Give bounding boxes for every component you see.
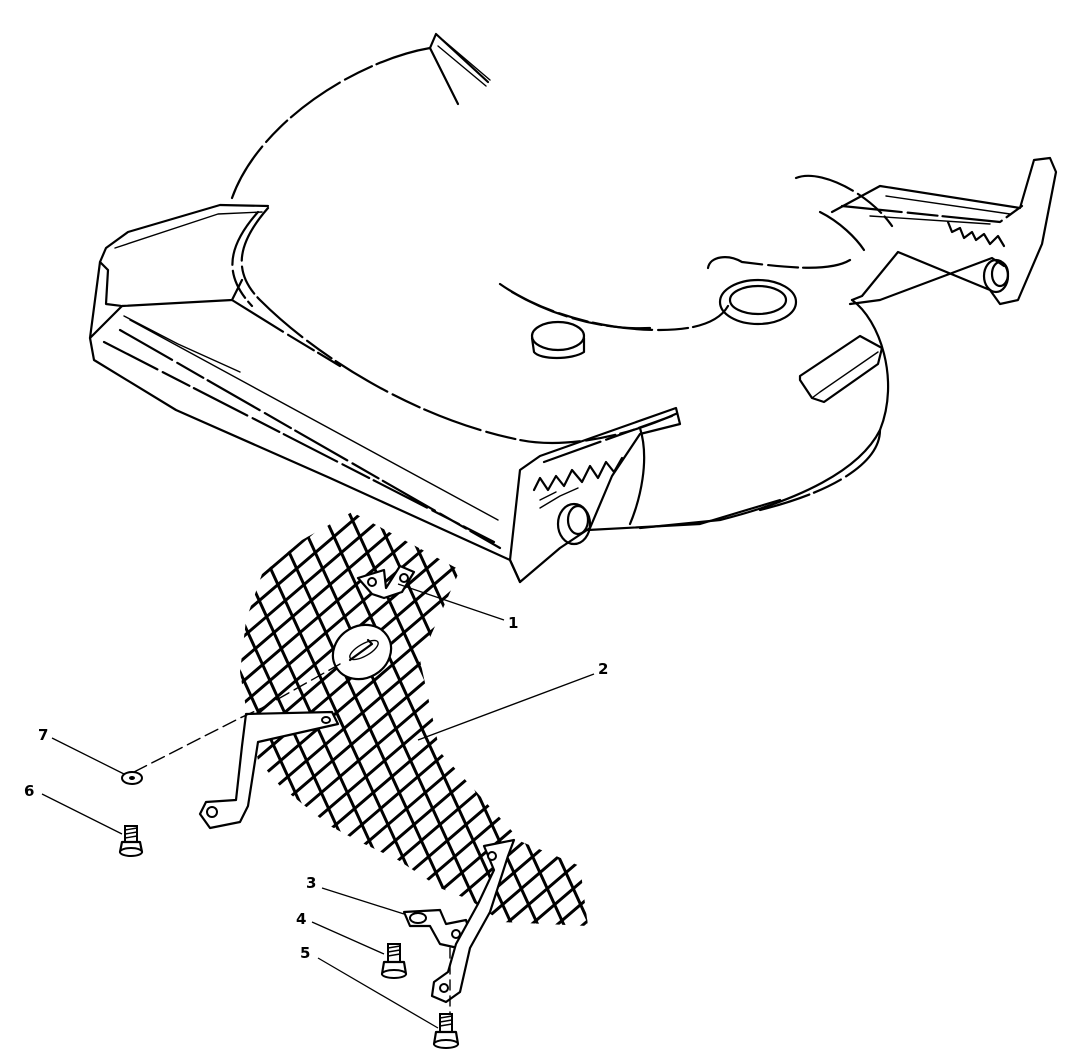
screw-icon — [380, 943, 408, 979]
screen-support-bracket — [198, 710, 340, 830]
screen-slot-plate — [331, 623, 393, 681]
callout-leaders — [41, 583, 595, 1029]
mower-housing-icon — [88, 32, 1058, 584]
callout-1: 1 — [508, 614, 518, 632]
washer-icon — [121, 771, 143, 785]
callout-5: 5 — [300, 944, 310, 962]
callout-3: 3 — [306, 874, 316, 892]
screw-icon — [118, 825, 144, 857]
callout-7: 7 — [38, 726, 48, 744]
callout-4: 4 — [296, 910, 306, 928]
wire-mesh-screen-icon — [240, 512, 588, 926]
screen-support-bracket-right — [430, 838, 516, 1004]
alignment-line — [133, 663, 341, 773]
callout-6: 6 — [24, 782, 34, 800]
screw-icon — [432, 1013, 460, 1049]
callout-2: 2 — [598, 660, 608, 678]
bracket-icon — [356, 564, 416, 600]
mesh-grid — [240, 512, 588, 926]
